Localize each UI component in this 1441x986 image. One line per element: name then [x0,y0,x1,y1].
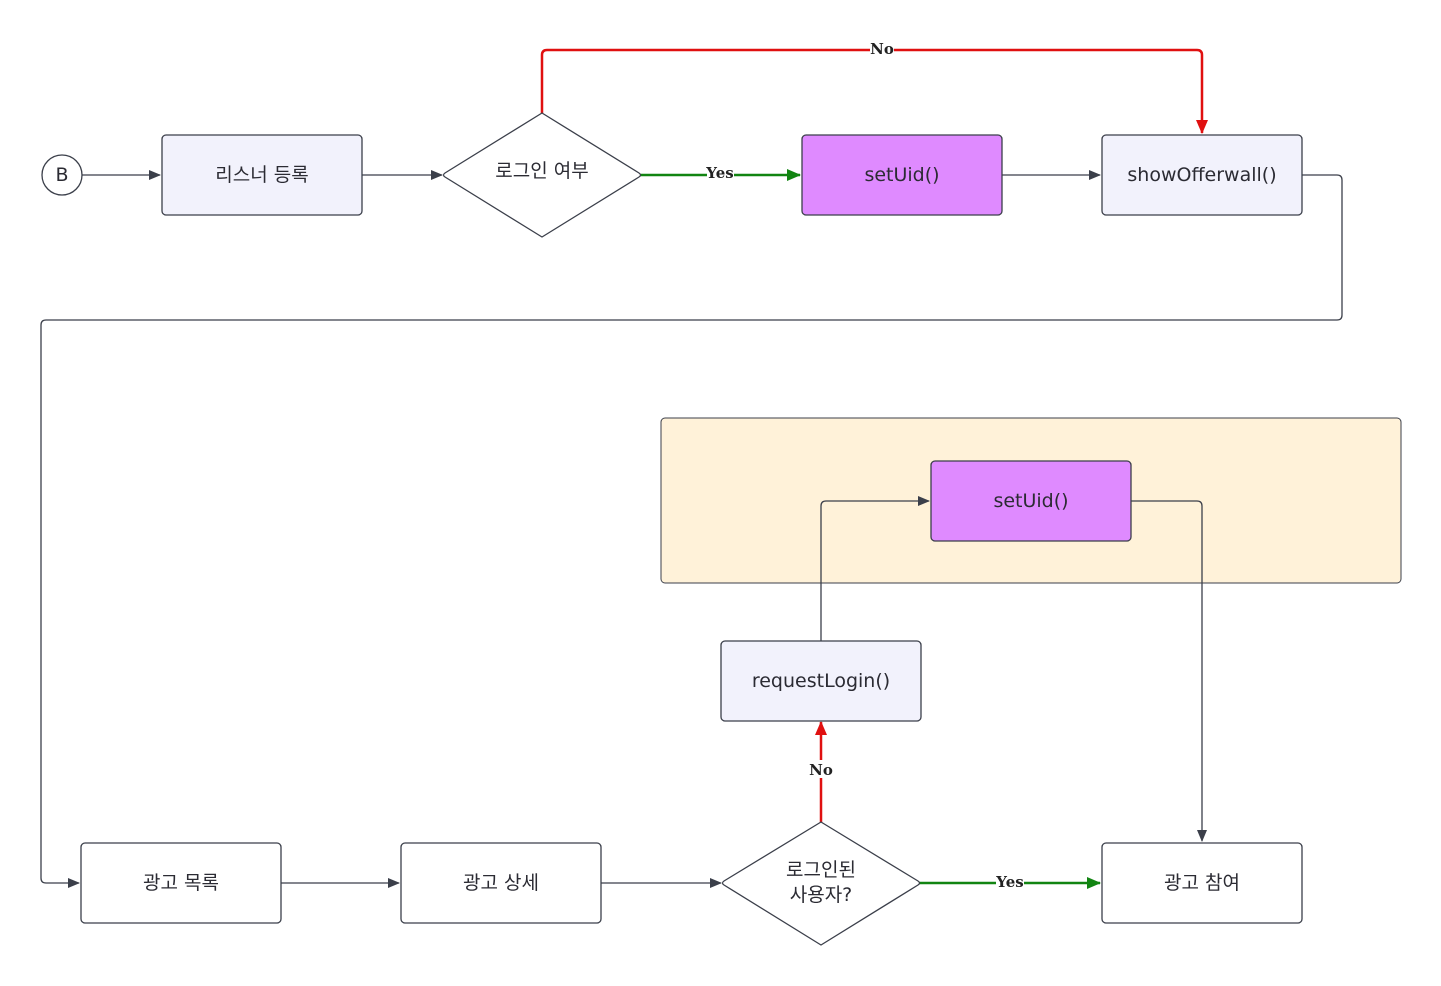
edge-setuid-to-ad-join [1131,500,1207,842]
ad-list-node: 광고 목록 [80,842,282,924]
start-node-label: B [55,164,68,186]
set-uid-bottom-node: setUid() [930,460,1132,542]
start-node: B [41,154,83,196]
user-check-label-line2: 사용자? [790,884,853,906]
set-uid-top-node: setUid() [801,134,1003,216]
show-offerwall-node: showOfferwall() [1101,134,1303,216]
register-listener-label: 리스너 등록 [215,164,308,186]
set-uid-top-label: setUid() [864,164,939,186]
set-uid-bottom-label: setUid() [993,490,1068,512]
ad-join-label: 광고 참여 [1164,872,1240,894]
ad-list-label: 광고 목록 [143,872,219,894]
login-check-label: 로그인 여부 [495,160,588,182]
user-check-decision: 로그인된 사용자? [721,821,921,946]
edge-label-bottom-no: No [809,761,833,779]
show-offerwall-label: showOfferwall() [1127,164,1276,186]
edge-label-top-no: No [870,40,894,58]
edge-request-login-to-setuid [820,496,930,641]
edge-offerwall-to-ad-list [40,174,1343,888]
user-check-label-line1: 로그인된 [786,859,856,881]
request-login-label: requestLogin() [752,670,890,692]
edge-label-top-yes: Yes [705,164,733,182]
edge-login-check-no [540,48,1208,134]
login-check-decision: 로그인 여부 [442,112,642,238]
request-login-node: requestLogin() [720,640,922,722]
register-listener-node: 리스너 등록 [161,134,363,216]
edge-label-bottom-yes: Yes [995,873,1023,891]
ad-detail-label: 광고 상세 [463,872,539,894]
ad-detail-node: 광고 상세 [400,842,602,924]
ad-join-node: 광고 참여 [1101,842,1303,924]
